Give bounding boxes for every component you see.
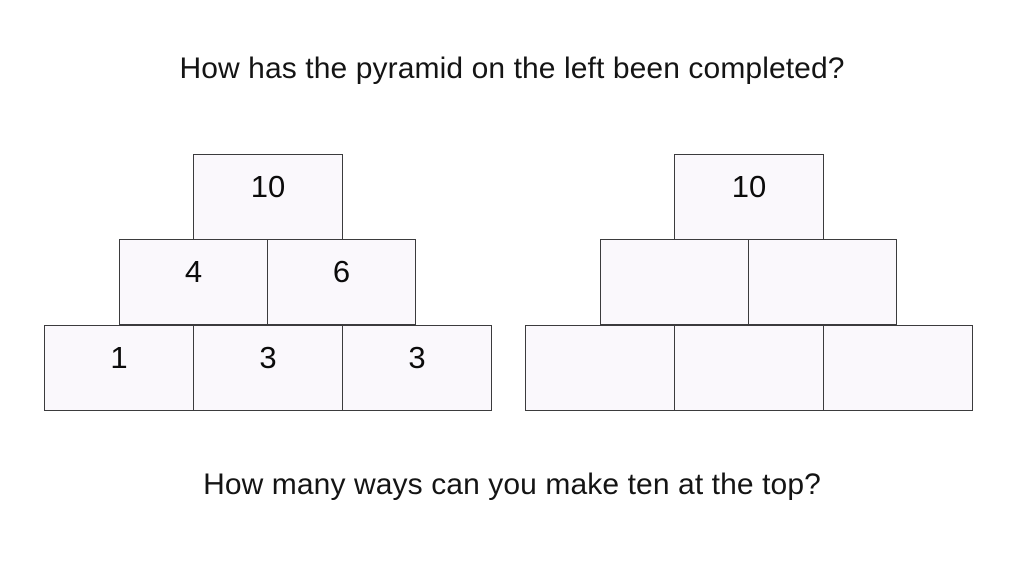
cell-value: 3 (259, 339, 277, 375)
cell-value: 4 (184, 253, 203, 289)
cell-value: 10 (731, 169, 767, 204)
cell-value: 6 (332, 253, 351, 289)
prompt-top-question: How has the pyramid on the left been com… (179, 52, 845, 85)
pyramid-right-cell-middle-0[interactable] (600, 239, 749, 325)
prompt-bottom-question: How many ways can you make ten at the to… (203, 468, 821, 501)
pyramid-left: 10 4 6 1 3 3 (42, 150, 494, 416)
pyramid-left-cell-bottom-0[interactable]: 1 (44, 325, 194, 411)
pyramid-right: 10 (523, 150, 975, 416)
pyramid-right-cell-bottom-1[interactable] (674, 325, 824, 411)
pyramid-left-cell-middle-0[interactable]: 4 (119, 239, 268, 325)
pyramid-left-cell-bottom-2[interactable]: 3 (342, 325, 492, 411)
cell-value: 3 (408, 339, 426, 375)
pyramid-right-cell-bottom-0[interactable] (525, 325, 675, 411)
cell-value: 1 (110, 339, 128, 375)
pyramid-left-cell-bottom-1[interactable]: 3 (193, 325, 343, 411)
pyramid-right-cell-top-0[interactable]: 10 (674, 154, 824, 241)
pyramid-right-cell-bottom-2[interactable] (823, 325, 973, 411)
cell-value: 10 (250, 169, 286, 204)
pyramid-right-cell-middle-1[interactable] (748, 239, 897, 325)
pyramid-left-cell-top-0[interactable]: 10 (193, 154, 343, 241)
pyramid-left-cell-middle-1[interactable]: 6 (267, 239, 416, 325)
